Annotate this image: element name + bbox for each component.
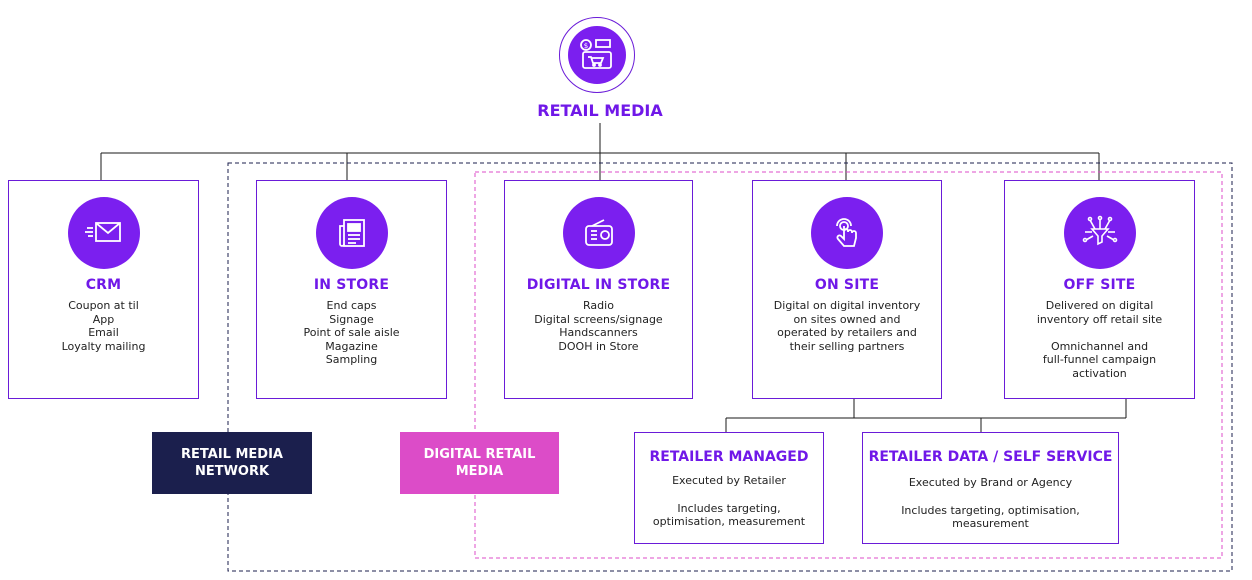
radio-icon — [562, 197, 635, 269]
management-line: Includes targeting, — [677, 501, 781, 515]
channel-title: OFF SITE — [1063, 277, 1136, 293]
management-line: measurement — [952, 517, 1029, 531]
svg-text:$: $ — [584, 42, 588, 50]
channel-title: DIGITAL IN STORE — [526, 277, 671, 293]
channel-title: CRM — [85, 277, 122, 293]
newspaper-icon — [315, 197, 388, 269]
envelope-icon — [67, 197, 140, 269]
management-line: Includes targeting, optimisation, — [901, 503, 1080, 517]
channel-title: ON SITE — [814, 277, 880, 293]
funnel-network-icon — [1063, 197, 1136, 269]
management-line: Executed by Retailer — [672, 474, 786, 487]
tap-hand-icon — [811, 197, 883, 269]
retail-store-icon: $ — [559, 17, 635, 93]
management-line: optimisation, measurement — [652, 515, 806, 529]
management-title: RETAILER DATA / SELF SERVICE — [868, 449, 1113, 465]
retail-media-title: RETAIL MEDIA — [537, 101, 663, 120]
management-title: RETAILER MANAGED — [649, 449, 809, 465]
self-service-box: RETAILER DATA / SELF SERVICE Executed by… — [862, 432, 1119, 544]
retailer-managed-box: RETAILER MANAGED Executed by Retailer In… — [634, 432, 824, 544]
channel-title: IN STORE — [313, 277, 390, 293]
management-line: Executed by Brand or Agency — [908, 476, 1073, 489]
